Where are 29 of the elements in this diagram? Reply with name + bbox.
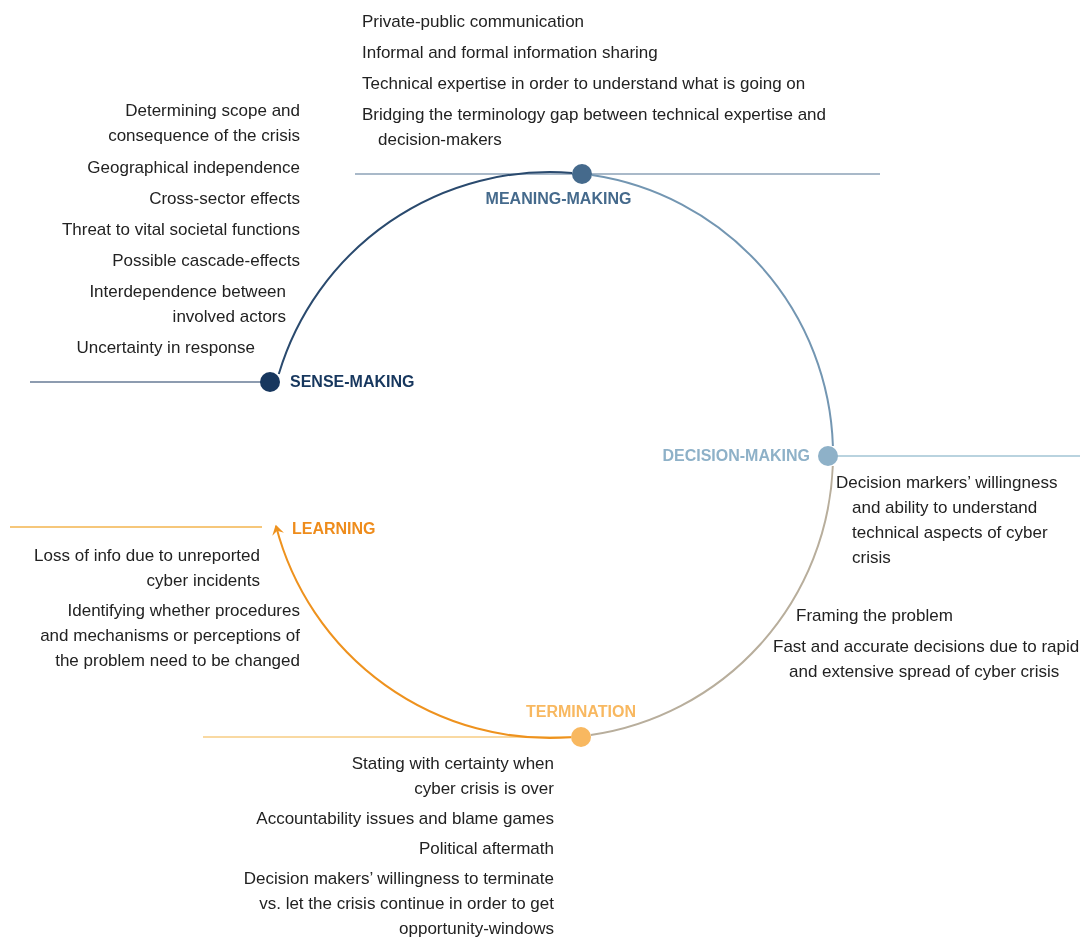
issue-text: Possible cascade-effects [111, 250, 300, 272]
issue-text: Informal and formal information sharing [362, 42, 659, 64]
stage-label: DECISION-MAKING [661, 446, 810, 466]
issue-text: Stating with certainty when cyber crisis is over [350, 753, 554, 800]
issue-text: Geographical independence [86, 157, 300, 179]
cycle-arc [590, 174, 834, 447]
stage-label: SENSE-MAKING [290, 372, 416, 392]
stage-label: TERMINATION [525, 702, 637, 722]
issue-text: Fast and accurate decisions due to rapid and extensive spread of cyber crisis [773, 636, 1080, 683]
issue-text: Decision markers’ willingness and ability to understand technical aspects of cyber crisis [836, 472, 1059, 569]
issue-text: Threat to vital societal functions [60, 219, 300, 241]
cycle-arc [272, 524, 572, 739]
issue-text: Loss of info due to unreported cyber incidents [33, 545, 260, 592]
issue-text: Cross-sector effects [148, 188, 300, 210]
issue-text: Determining scope and consequence of the crisis [107, 100, 300, 147]
issue-text: Decision makers’ willingness to terminate vs. let the crisis continue in order to get opportunity-windows [242, 868, 554, 940]
issue-text: Bridging the terminology gap between technical expertise and decision-makers [362, 104, 827, 151]
cycle-arc [277, 171, 574, 375]
cycle-arc [589, 465, 834, 736]
issue-text: Interdependence between involved actors [88, 281, 286, 328]
issue-text: Uncertainty in response [75, 337, 255, 359]
issue-text: Framing the problem [796, 605, 954, 627]
issue-text: Political aftermath [417, 838, 554, 860]
issue-text: Identifying whether procedures and mechanisms or perceptions of the problem need to be changed [39, 600, 300, 672]
issue-text: Private-public communication [362, 11, 586, 33]
stage-label: MEANING-MAKING [484, 189, 633, 209]
stage-label: LEARNING [292, 519, 377, 539]
issue-text: Accountability issues and blame games [255, 808, 554, 830]
issue-text: Technical expertise in order to understand what is going on [362, 73, 807, 95]
